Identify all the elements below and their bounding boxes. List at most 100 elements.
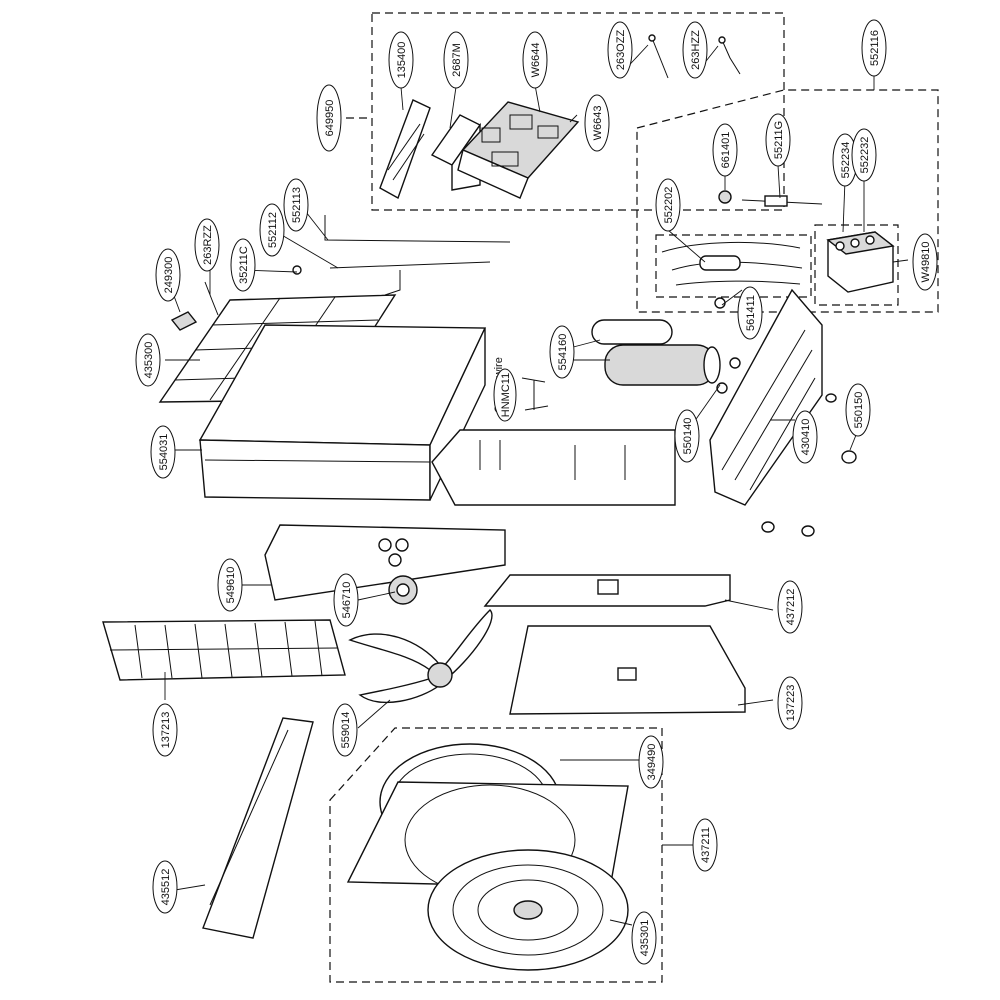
fan-guard-unit-frame — [814, 224, 899, 306]
control-cover-plate — [379, 99, 431, 200]
svg-text:249300: 249300 — [163, 257, 175, 294]
part-label-550150: 550150 — [845, 383, 871, 437]
svg-text:349490: 349490 — [646, 744, 658, 781]
svg-text:W6644: W6644 — [530, 43, 542, 78]
svg-text:552112: 552112 — [267, 212, 279, 248]
control-box-group-frame — [371, 12, 785, 211]
svg-text:552232: 552232 — [859, 137, 871, 174]
four-way-valve-unit — [826, 231, 895, 293]
pressure-switch — [718, 190, 732, 204]
part-label-HNMC11: HNMC11 — [493, 368, 517, 422]
svg-text:437211: 437211 — [700, 827, 712, 863]
svg-text:263OZZ: 263OZZ — [615, 30, 627, 71]
compressor — [604, 344, 721, 386]
part-label-435512: 435512 — [152, 860, 178, 914]
partition-plate — [431, 429, 676, 506]
svg-text:HNMC11: HNMC11 — [500, 373, 512, 417]
sensor-thermistor-1 — [648, 34, 669, 79]
svg-text:W49810: W49810 — [920, 242, 932, 283]
part-label-55211G: 55211G — [765, 113, 791, 167]
part-label-437211: 437211 — [692, 818, 718, 872]
part-label-552232: 552232 — [851, 128, 877, 182]
svg-text:546710: 546710 — [341, 582, 353, 619]
propeller-fan — [348, 609, 493, 703]
part-label-W49810: W49810 — [912, 233, 938, 291]
front-grille-group-frame — [329, 727, 663, 983]
svg-text:552202: 552202 — [663, 187, 675, 224]
part-label-561411: 561411 — [737, 286, 763, 340]
part-label-135400: 135400 — [388, 31, 414, 89]
svg-text:435300: 435300 — [143, 342, 155, 379]
svg-text:552234: 552234 — [840, 142, 852, 179]
svg-text:2687M: 2687M — [451, 43, 463, 77]
part-label-552234: 552234 — [832, 133, 858, 187]
svg-text:554160: 554160 — [557, 334, 569, 371]
svg-text:435512: 435512 — [160, 869, 172, 906]
svg-text:263RZZ: 263RZZ — [202, 225, 214, 265]
svg-text:437212: 437212 — [785, 589, 797, 626]
rubber-foot — [761, 393, 857, 537]
accumulator-pipe — [741, 195, 823, 207]
part-label-430410: 430410 — [792, 410, 818, 464]
sensor-clip — [292, 265, 302, 275]
svg-text:552113: 552113 — [291, 187, 303, 223]
part-label-W6644: W6644 — [522, 31, 548, 89]
svg-text:263HZZ: 263HZZ — [690, 30, 702, 70]
part-label-661401: 661401 — [712, 123, 738, 177]
accumulator-tank — [591, 319, 673, 345]
svg-text:554031: 554031 — [158, 434, 170, 471]
svg-text:435301: 435301 — [639, 920, 651, 957]
part-label-435300: 435300 — [135, 333, 161, 387]
valve-assembly-frame — [655, 234, 812, 298]
main-pcb-assembly — [457, 101, 580, 199]
wire-connector — [521, 377, 549, 411]
base-pan-right — [709, 288, 823, 506]
part-label-35211C: 35211C — [230, 238, 256, 292]
side-panel-right — [509, 625, 746, 715]
valve-pipe-assembly — [661, 241, 803, 286]
part-label-263RZZ: 263RZZ — [194, 218, 220, 272]
refrigerant-cycle-group-frame — [636, 89, 939, 313]
part-label-649950: 649950 — [316, 84, 342, 152]
svg-text:137213: 137213 — [160, 712, 172, 749]
motor-bracket — [264, 524, 506, 601]
svg-text:550140: 550140 — [682, 418, 694, 455]
svg-text:559014: 559014 — [340, 712, 352, 749]
bracket-small — [170, 311, 198, 331]
condenser-pipe-2 — [329, 261, 491, 296]
side-door-panel — [202, 717, 314, 939]
part-label-263HZZ: 263HZZ — [682, 21, 708, 79]
fan-motor — [388, 575, 418, 605]
svg-text:561411: 561411 — [745, 295, 757, 331]
air-guide-grille — [102, 619, 346, 681]
part-label-559014: 559014 — [332, 703, 358, 757]
part-label-137213: 137213 — [152, 703, 178, 757]
part-label-552116: 552116 — [861, 19, 887, 77]
fan-guard — [427, 849, 629, 971]
part-label-550140: 550140 — [674, 409, 700, 463]
part-label-349490: 349490 — [638, 735, 664, 789]
svg-text:W6643: W6643 — [592, 106, 604, 141]
part-label-554031: 554031 — [150, 425, 176, 479]
svg-text:430410: 430410 — [800, 419, 812, 456]
part-label-549610: 549610 — [217, 558, 243, 612]
svg-text:552116: 552116 — [869, 30, 881, 66]
svg-text:550150: 550150 — [853, 392, 865, 429]
svg-text:55211G: 55211G — [773, 121, 785, 159]
sensor-thermistor-2 — [718, 36, 741, 75]
part-label-437212: 437212 — [777, 580, 803, 634]
part-label-554160: 554160 — [549, 325, 575, 379]
svg-text:661401: 661401 — [720, 132, 732, 169]
svg-text:135400: 135400 — [396, 42, 408, 79]
part-label-249300: 249300 — [155, 248, 181, 302]
part-label-552113: 552113 — [283, 178, 309, 232]
thermistor-probe — [204, 281, 219, 316]
condenser-coil — [198, 324, 487, 501]
condenser-pipe-1 — [324, 215, 511, 243]
svg-text:649950: 649950 — [324, 100, 336, 137]
svg-text:549610: 549610 — [225, 567, 237, 604]
svg-text:137223: 137223 — [785, 685, 797, 722]
part-label-546710: 546710 — [333, 573, 359, 627]
part-label-552112: 552112 — [259, 203, 285, 257]
